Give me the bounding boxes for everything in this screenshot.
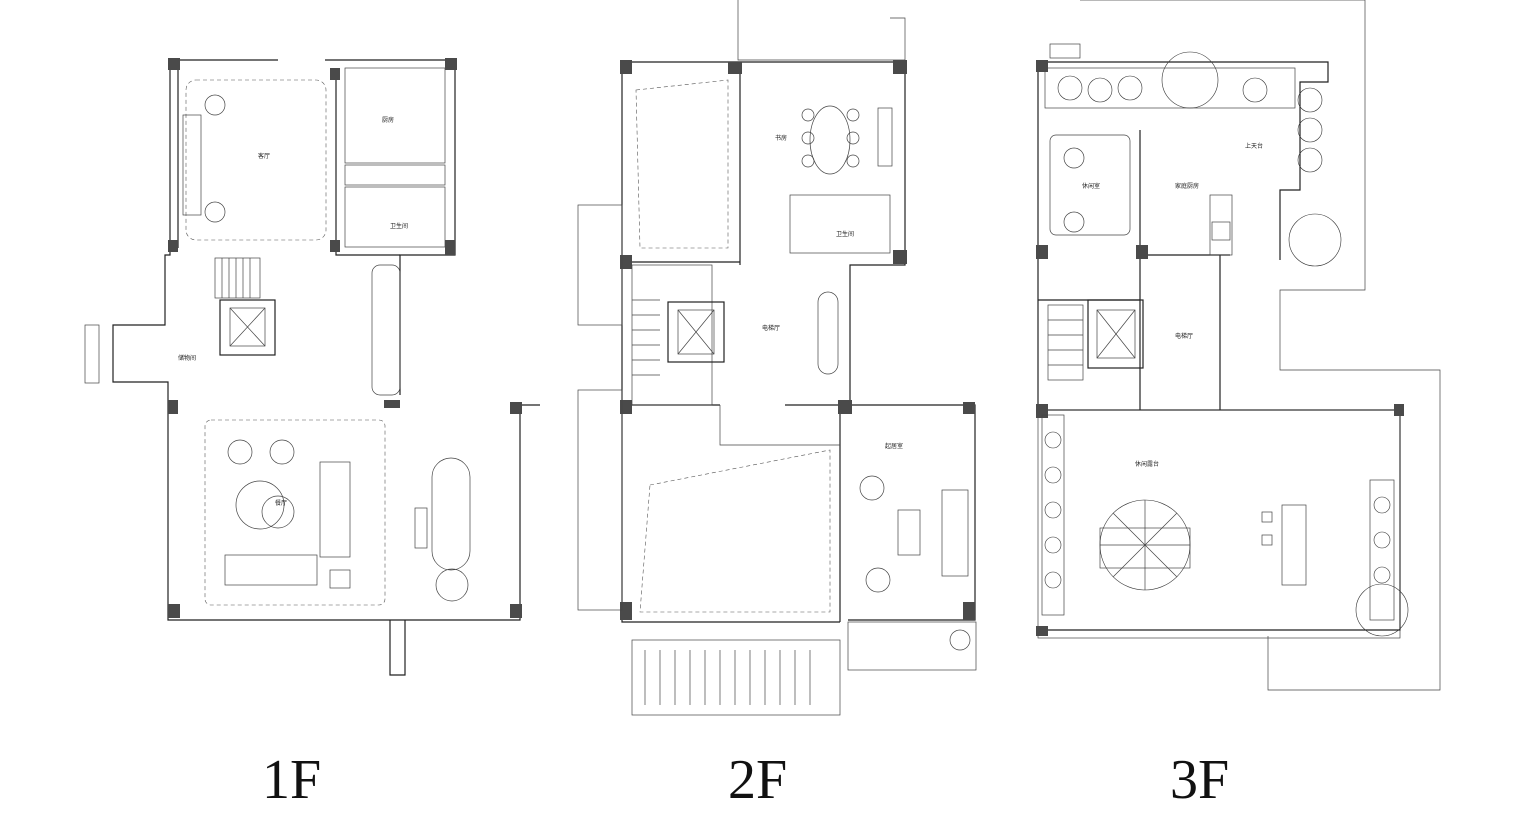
room-label: 厨房 — [382, 116, 394, 124]
elevator-icon — [1087, 299, 1144, 369]
tree-icon — [1161, 51, 1219, 109]
room-label: 储物间 — [178, 354, 196, 362]
floor-label-2f: 2F — [728, 749, 788, 811]
floor-plan-1f: 客厅 厨房 卫生间 储物间 餐厅 — [84, 58, 540, 676]
room-label: 卫生间 — [390, 222, 408, 230]
room-label: 上天台 — [1245, 142, 1263, 150]
room-label: 休闲室 — [1082, 182, 1100, 190]
stair-icon — [214, 257, 261, 299]
floor-plan-3f: 休闲室 家庭厨房 电梯厅 休闲露台 上天台 — [1036, 0, 1441, 691]
stair-icon — [631, 264, 713, 406]
room-label: 起居室 — [885, 442, 903, 450]
floor-label-3f: 3F — [1170, 749, 1230, 811]
room-label: 卫生间 — [836, 230, 854, 238]
room-label: 书房 — [775, 134, 787, 142]
room-label: 休闲露台 — [1135, 460, 1159, 468]
tree-icon — [1355, 583, 1409, 637]
room-label: 客厅 — [258, 152, 270, 160]
elevator-icon — [219, 299, 276, 356]
floor-plan-2f: 书房 卫生间 电梯厅 起居室 — [577, 0, 977, 716]
floor-label-1f: 1F — [262, 749, 322, 811]
room-label: 电梯厅 — [762, 324, 780, 332]
room-label: 电梯厅 — [1175, 332, 1193, 340]
room-label: 家庭厨房 — [1175, 182, 1199, 190]
elevator-icon — [667, 301, 725, 363]
stair-icon — [1047, 304, 1084, 381]
room-label: 餐厅 — [275, 499, 287, 507]
tree-icon — [1288, 213, 1342, 267]
